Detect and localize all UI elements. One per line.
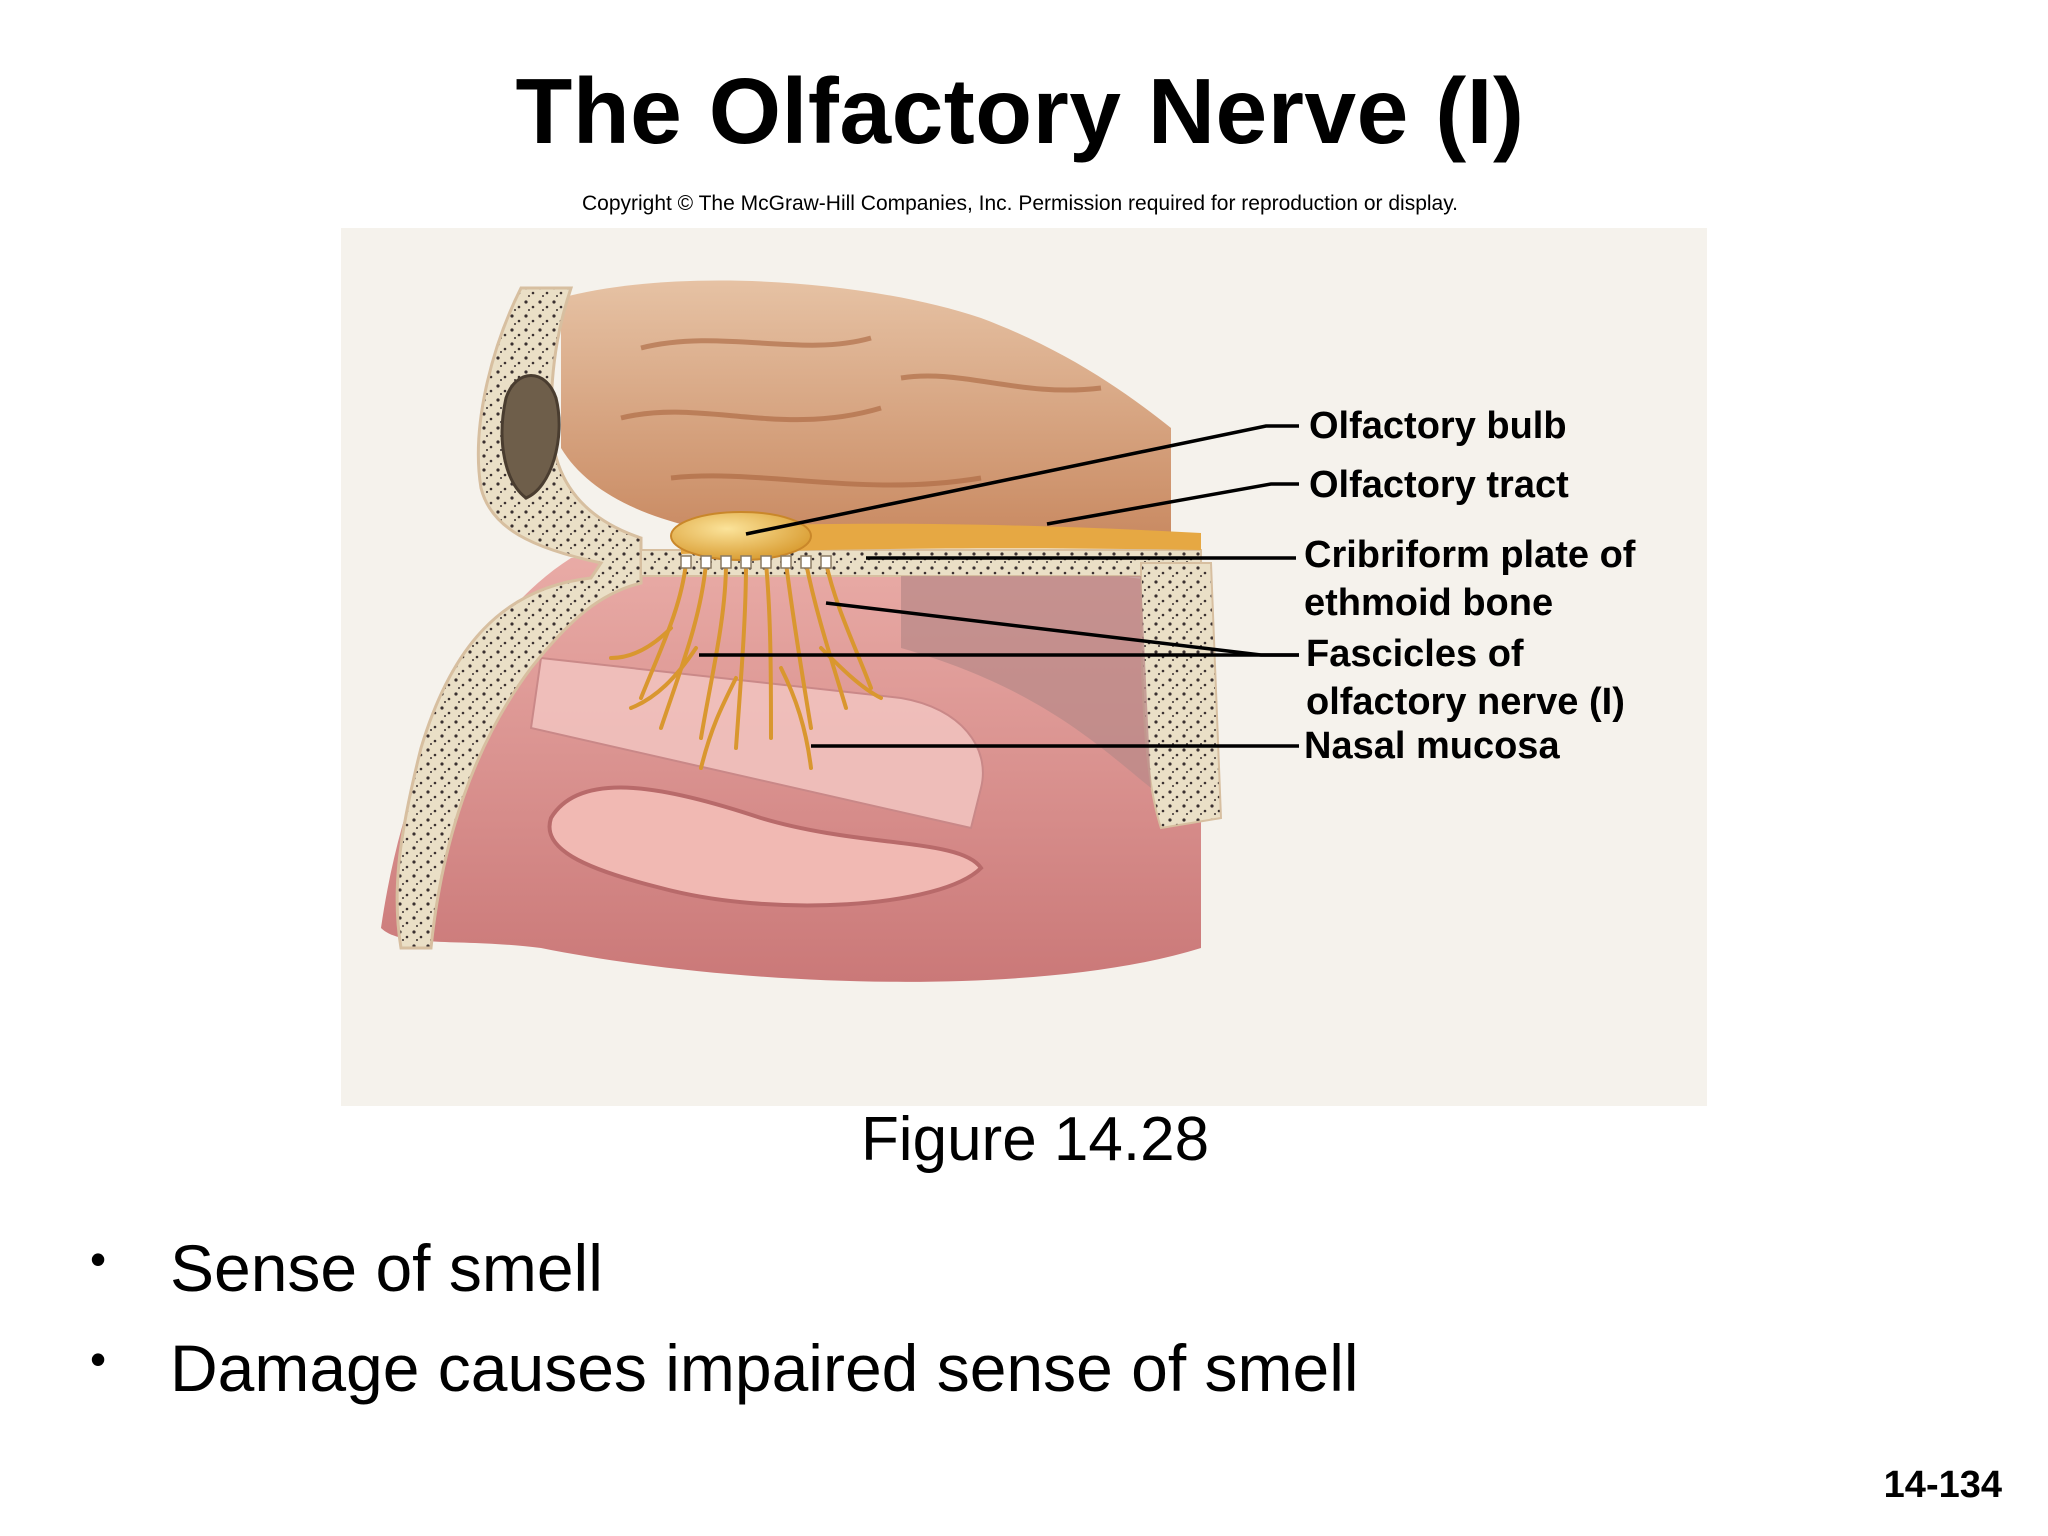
label-fascicles-line1: Fascicles of bbox=[1306, 633, 1524, 675]
leader-olfactory-bulb bbox=[745, 424, 1299, 536]
label-olfactory-bulb: Olfactory bulb bbox=[1309, 405, 1567, 447]
bullet-text: Sense of smell bbox=[170, 1231, 603, 1305]
bullet-text: Damage causes impaired sense of smell bbox=[170, 1331, 1359, 1405]
figure-caption: Figure 14.28 bbox=[860, 1105, 1210, 1174]
leader-olfactory-tract bbox=[1046, 482, 1299, 526]
slide-title: The Olfactory Nerve (I) bbox=[515, 59, 1525, 163]
nasal-concha bbox=[547, 785, 984, 908]
olfactory-tract bbox=[681, 523, 1201, 554]
leader-lines bbox=[699, 424, 1299, 748]
frontal-sinus bbox=[500, 374, 561, 500]
bullet-marker: • bbox=[90, 1233, 107, 1285]
brain-frontal-lobe bbox=[561, 280, 1171, 538]
label-olfactory-tract: Olfactory tract bbox=[1309, 464, 1569, 506]
sphenoid-bone bbox=[1139, 562, 1223, 830]
label-cribriform-line2: ethmoid bone bbox=[1304, 582, 1554, 624]
frontal-bone bbox=[395, 286, 643, 950]
label-cribriform-line1: Cribriform plate of bbox=[1304, 534, 1636, 576]
olfactory-bulb bbox=[670, 511, 812, 561]
slide-number: 14-134 bbox=[1883, 1464, 2002, 1506]
anatomy-illustration bbox=[381, 280, 1299, 982]
bullet-marker: • bbox=[90, 1333, 107, 1385]
label-nasal-mucosa: Nasal mucosa bbox=[1304, 725, 1560, 767]
olfactory-nerve-diagram: Olfactory bulb Olfactory tract Cribrifor… bbox=[341, 228, 1707, 1106]
copyright-notice: Copyright © The McGraw-Hill Companies, I… bbox=[581, 192, 1459, 215]
label-fascicles-line2: olfactory nerve (I) bbox=[1306, 681, 1625, 723]
